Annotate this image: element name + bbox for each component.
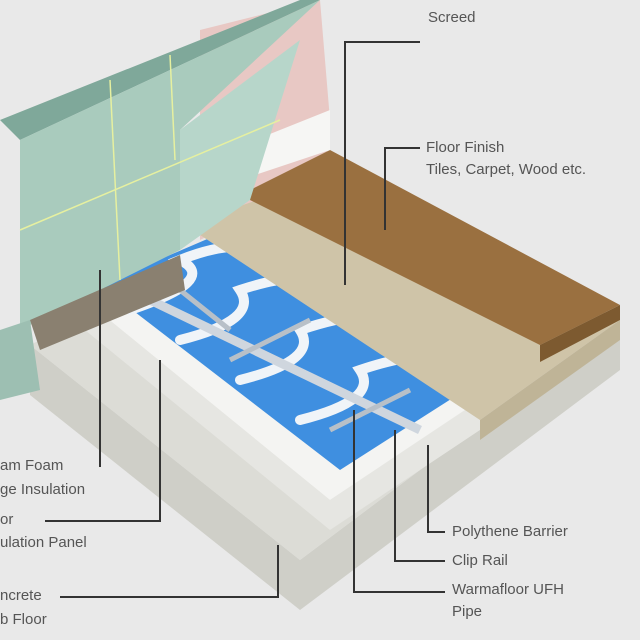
wall-top	[0, 0, 320, 140]
screed-edge	[480, 320, 620, 440]
label-concrete-slab-1: ncrete	[0, 587, 42, 604]
clip-rail-crossbars	[178, 288, 412, 433]
wall-block-lines	[19, 54, 281, 281]
label-edge-insulation-2: ge Insulation	[0, 481, 86, 498]
wall-face	[20, 0, 320, 330]
label-clip-rail: Clip Rail	[452, 552, 508, 569]
screed-layer	[185, 175, 620, 420]
wood-floor-edge	[540, 305, 620, 362]
polythene-barrier	[100, 225, 520, 470]
label-floor-finish: Floor Finish	[426, 139, 505, 156]
label-screed: Screed	[428, 9, 476, 26]
label-concrete-slab-2: b Floor	[0, 611, 47, 628]
leader-lines	[45, 41, 445, 598]
wall-face-lower	[180, 40, 300, 250]
label-edge-insulation-1: am Foam	[0, 457, 64, 474]
skirting-board	[255, 110, 330, 175]
label-ufh-pipe-1: Warmafloor UFH	[452, 581, 564, 598]
edge-insulation	[30, 255, 185, 350]
wood-floor-finish	[240, 150, 620, 345]
concrete-slab	[30, 320, 620, 610]
label-floor-finish-examples: Tiles, Carpet, Wood etc.	[426, 161, 587, 178]
label-insulation-panel-1: or	[0, 511, 14, 528]
wall-base	[0, 320, 40, 400]
label-ufh-pipe-2: Pipe	[452, 603, 483, 620]
label-polythene-barrier: Polythene Barrier	[452, 523, 568, 540]
label-insulation-panel-2: ulation Panel	[0, 534, 87, 551]
